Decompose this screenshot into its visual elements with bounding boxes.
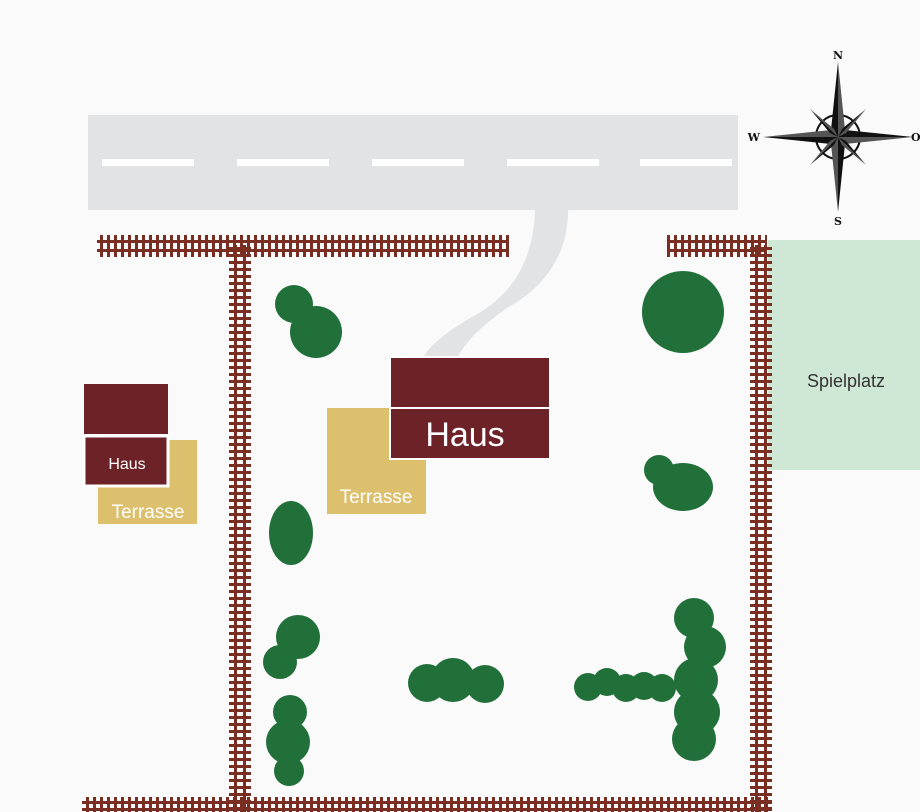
road-markings (102, 159, 732, 166)
neighbor-terrace-label: Terrasse (112, 502, 185, 523)
main-house-roof (389, 356, 551, 410)
compass-west-label: W (747, 131, 761, 144)
main-terrace-label: Terrasse (340, 487, 413, 508)
road (88, 115, 738, 362)
tree (269, 501, 313, 565)
compass-east-label: O (911, 131, 920, 144)
neighbor-house (82, 434, 170, 488)
playground-label: Spielplatz (807, 371, 885, 391)
main-house (389, 407, 551, 460)
hedge-column (672, 598, 726, 761)
tree-cluster (275, 285, 342, 358)
fence (82, 235, 772, 812)
hedge-row (574, 668, 676, 702)
tree (642, 271, 724, 353)
tree-cluster (263, 615, 320, 679)
tree-cluster (408, 658, 504, 703)
tree-cluster (266, 695, 310, 786)
fence-top-left (97, 235, 509, 257)
neighbor-house-roof (84, 384, 168, 434)
main-house-label: Haus (425, 416, 504, 454)
driveway (422, 205, 569, 362)
main-property: Terrasse Haus (327, 356, 551, 514)
compass-rose-icon: N S W O (747, 49, 920, 228)
fence-bottom (82, 797, 772, 812)
fence-right (750, 245, 772, 812)
fence-left (229, 245, 251, 812)
neighbor-property: Terrasse Haus (82, 384, 197, 524)
trees (263, 271, 726, 786)
fence-top-right (667, 235, 767, 257)
compass-south-label: S (834, 215, 842, 228)
compass-north-label: N (833, 49, 843, 62)
neighbor-house-label: Haus (108, 456, 145, 473)
playground-area (768, 240, 920, 470)
tree-cluster (644, 455, 713, 511)
